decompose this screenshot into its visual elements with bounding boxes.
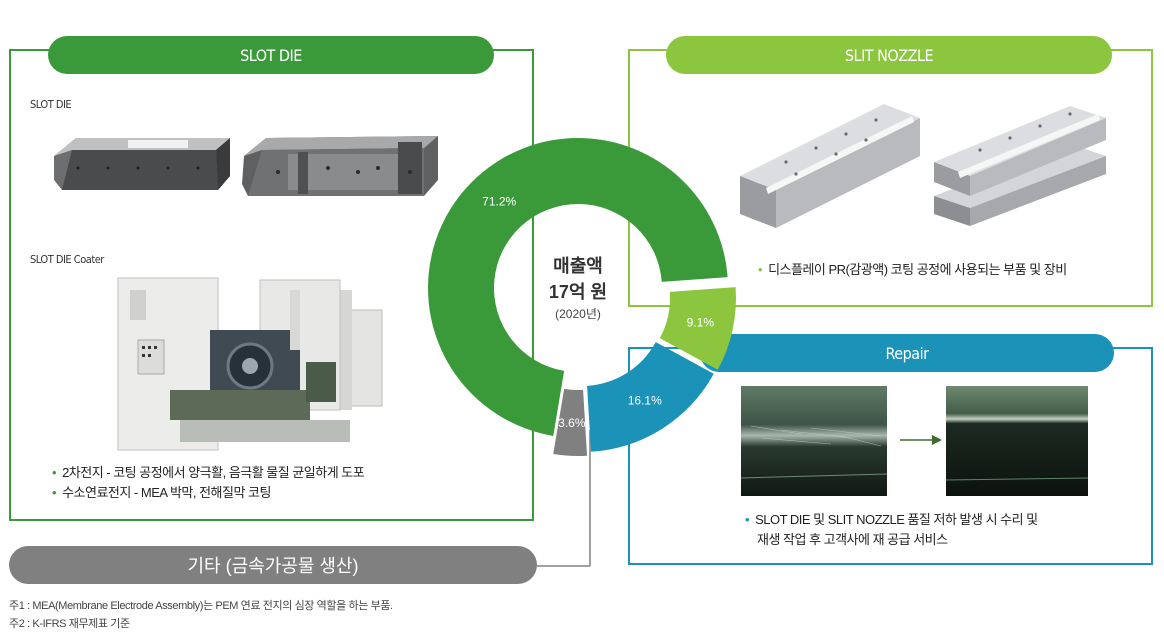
slot-die-image-2 — [242, 136, 438, 196]
center-title: 매출액 — [553, 256, 603, 276]
slit-nozzle-image-1 — [740, 104, 920, 228]
repair-bullet-list: •SLOT DIE 및 SLIT NOZZLE 품질 저하 발생 시 수리 및 … — [745, 510, 1038, 550]
donut-slice-label-4: 3.6% — [558, 416, 586, 430]
repair-before-image — [741, 386, 887, 496]
repair-after-image — [946, 386, 1088, 496]
donut-slice-4 — [553, 388, 588, 456]
center-amount: 17억 원 — [549, 282, 607, 302]
repair-bullet-2: 재생 작업 후 고객사에 재 공급 서비스 — [757, 532, 948, 547]
footnote-2: 주2 : K-IFRS 재무제표 기준 — [9, 618, 130, 630]
arrow-right-icon — [900, 435, 942, 445]
slot-die-label: SLOT DIE — [30, 98, 72, 111]
slot-die-header: SLOT DIE — [48, 36, 494, 74]
repair-header: Repair — [700, 334, 1114, 372]
slit-nozzle-bullet-list: •디스플레이 PR(감광액) 코팅 공정에 사용되는 부품 및 장비 — [758, 260, 1067, 280]
repair-bullet-1: •SLOT DIE 및 SLIT NOZZLE 품질 저하 발생 시 수리 및 — [745, 512, 1038, 527]
slot-die-image-1 — [54, 138, 230, 190]
donut-slice-label-2: 9.1% — [687, 316, 715, 330]
other-header: 기타 (금속가공물 생산) — [9, 546, 537, 584]
center-year: (2020년) — [555, 307, 601, 321]
slit-nozzle-header: SLIT NOZZLE — [666, 36, 1112, 74]
slit-nozzle-image-2 — [934, 106, 1106, 226]
slot-die-coater-label: SLOT DIE Coater — [30, 253, 104, 266]
slot-die-bullet-1: •2차전지 - 코팅 공정에서 양극활, 음극활 물질 균일하게 도포 — [52, 465, 365, 480]
slot-die-bullet-list: •2차전지 - 코팅 공정에서 양극활, 음극활 물질 균일하게 도포 •수소연… — [52, 463, 365, 503]
slot-die-bullet-2: •수소연료전지 - MEA 박막, 전해질막 코팅 — [52, 485, 271, 500]
slit-nozzle-bullet-1: •디스플레이 PR(감광액) 코팅 공정에 사용되는 부품 및 장비 — [758, 262, 1067, 277]
slot-die-coater-image — [110, 270, 390, 458]
footnote-1: 주1 : MEA(Membrane Electrode Assembly)는 P… — [9, 600, 393, 612]
